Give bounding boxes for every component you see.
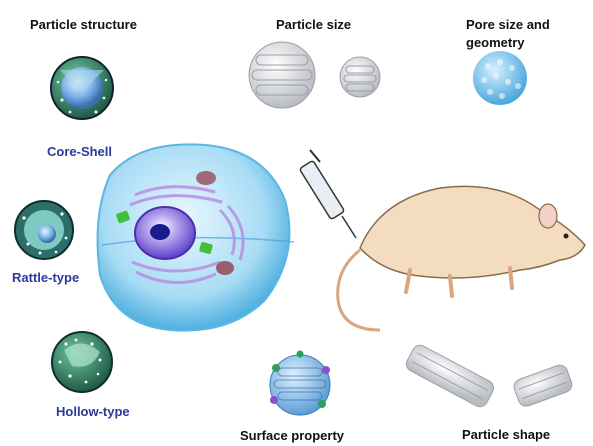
label-pore-size-line1: Pore size and <box>466 17 550 33</box>
label-particle-structure: Particle structure <box>30 17 137 33</box>
label-particle-size: Particle size <box>276 17 351 33</box>
label-hollow-type: Hollow-type <box>56 404 130 420</box>
rod-particle-short <box>512 363 574 408</box>
label-core-shell: Core-Shell <box>47 144 112 160</box>
mouse-icon <box>338 186 585 330</box>
small-particle <box>340 57 380 97</box>
hollow-type-particle <box>52 332 112 392</box>
label-surface-property: Surface property <box>240 428 344 444</box>
label-pore-size-line2: geometry <box>466 35 525 51</box>
cell-illustration <box>98 144 294 330</box>
surface-modified-particle <box>270 351 330 416</box>
rod-particle-long <box>404 343 497 410</box>
rattle-type-particle <box>15 201 73 259</box>
label-rattle-type: Rattle-type <box>12 270 79 286</box>
label-particle-shape: Particle shape <box>462 427 550 443</box>
syringe-icon <box>299 150 356 238</box>
large-particle <box>249 42 315 108</box>
core-shell-particle <box>51 57 113 119</box>
porous-particle <box>473 51 527 105</box>
